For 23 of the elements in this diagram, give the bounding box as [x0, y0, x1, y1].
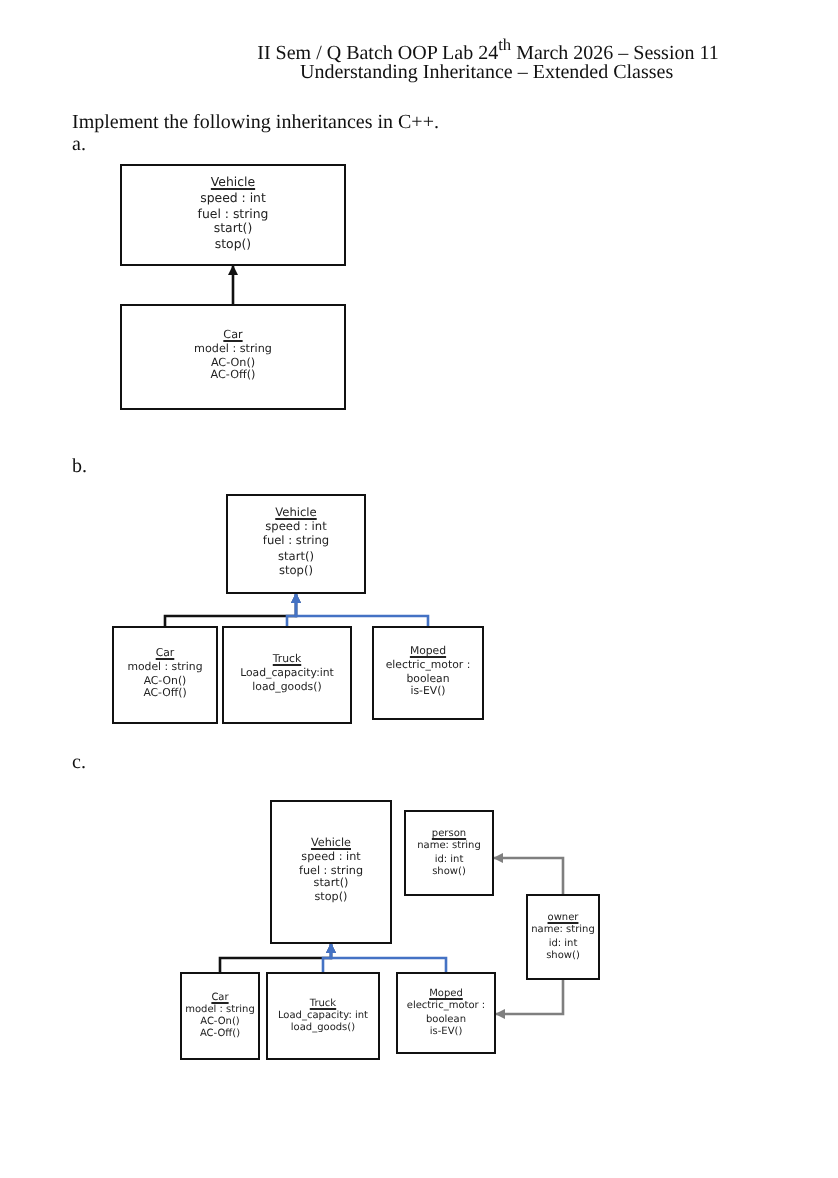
class-box [372, 626, 484, 720]
class-box [526, 894, 600, 980]
document-subtitle: Understanding Inheritance – Extended Classes [300, 62, 674, 84]
inheritance-arrow [494, 980, 565, 1020]
class-box [404, 810, 494, 896]
class-box [226, 494, 366, 594]
inheritance-arrow [227, 264, 239, 304]
class-box [266, 972, 380, 1060]
inheritance-arrow [492, 852, 565, 894]
class-box [120, 304, 346, 410]
class-box [396, 972, 496, 1054]
class-box [112, 626, 218, 724]
section-label: a. [72, 134, 86, 156]
inheritance-arrow [290, 592, 430, 626]
instruction-text: Implement the following inheritances in C++. [72, 112, 439, 134]
document-title: II Sem / Q Batch OOP Lab 24$^{th}$ March 2026 – Session 11 [255, 36, 721, 65]
section-label: b. [72, 456, 87, 478]
class-box [120, 164, 346, 266]
class-box [270, 800, 392, 944]
section-label: c. [72, 752, 86, 774]
class-box [222, 626, 352, 724]
class-box [180, 972, 260, 1060]
inheritance-arrow [325, 942, 448, 972]
